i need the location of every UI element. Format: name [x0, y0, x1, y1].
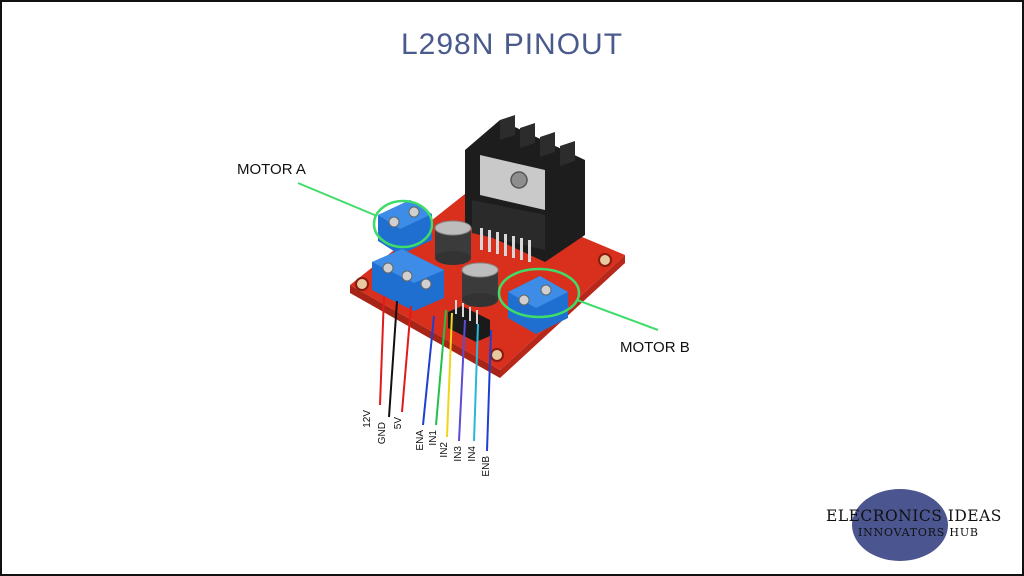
wire-in4	[473, 323, 479, 442]
pin-label-in3: IN3	[453, 446, 464, 462]
pin-label-ena: ENA	[415, 430, 426, 451]
wire-gnd	[388, 300, 398, 418]
wire-in1	[435, 309, 447, 426]
wire-12v	[379, 295, 385, 406]
motor-a-highlight-circle	[372, 199, 434, 249]
heatsink	[465, 115, 585, 262]
capacitor	[461, 262, 499, 307]
pin-wires	[379, 295, 492, 452]
pin-label-enb: ENB	[481, 456, 492, 477]
jumper-header	[448, 300, 490, 342]
power-terminal	[372, 249, 444, 311]
motor-a-label: MOTOR A	[237, 161, 306, 178]
page-title: L298N PINOUT	[400, 28, 624, 61]
logo-subtext: INNOVATORS HUB	[858, 526, 979, 539]
wire-enb	[486, 329, 492, 452]
wire-in3	[458, 319, 466, 442]
wire-in2	[446, 312, 453, 438]
motor-a-terminal	[378, 200, 432, 255]
logo-badge	[852, 489, 948, 561]
motor-b-terminal	[508, 276, 568, 334]
pin-label-5v: 5V	[393, 417, 404, 430]
pin-label-gnd: GND	[377, 422, 388, 444]
pin-label-in1: IN1	[428, 430, 439, 446]
capacitor	[434, 220, 472, 265]
wire-ena	[422, 315, 435, 426]
pin-label-in4: IN4	[467, 446, 478, 462]
pin-label-12v: 12V	[362, 410, 373, 428]
motor-a-callout-line	[297, 182, 378, 217]
pin-label-in2: IN2	[439, 442, 450, 458]
logo-text: ELECRONICS IDEAS	[826, 507, 1002, 525]
wire-5v	[401, 305, 412, 413]
motor-b-callout-line	[576, 299, 659, 331]
motor-b-label: MOTOR B	[620, 339, 690, 356]
motor-b-highlight-circle	[497, 267, 581, 319]
driver-chip-legs	[480, 228, 531, 262]
